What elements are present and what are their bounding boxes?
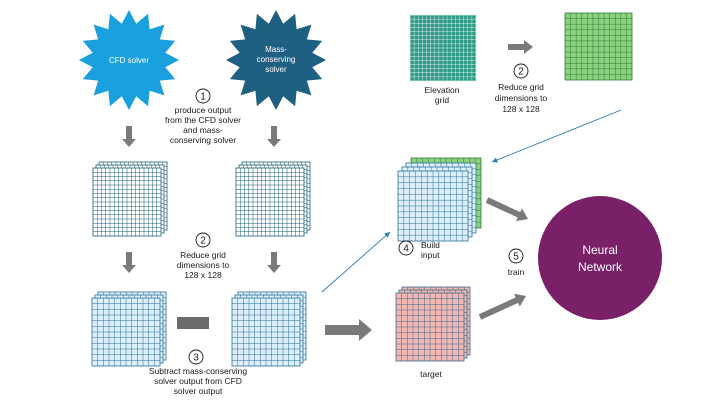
arrow-target-to-nn bbox=[478, 293, 526, 320]
minus-sign-icon bbox=[177, 317, 209, 329]
mass-solver-star bbox=[226, 10, 326, 110]
mass-solver-label-3: solver bbox=[265, 65, 287, 74]
arrow-input-to-nn bbox=[485, 197, 528, 222]
step-5-text: train bbox=[508, 267, 525, 277]
step-1-text-2: from the CFD solver bbox=[165, 115, 241, 125]
cfd-solver-label: CFD solver bbox=[109, 56, 149, 65]
step-2a-circle bbox=[195, 232, 211, 248]
elevation-reduced-grid bbox=[564, 12, 633, 81]
step-2b-text-1: Reduce grid bbox=[498, 82, 544, 92]
cfd-output-grid-stack-layer-3 bbox=[92, 167, 162, 237]
input-grid-stack bbox=[397, 157, 482, 242]
step-2a-text-1: Reduce grid bbox=[180, 250, 226, 260]
arrow-diff-to-input bbox=[321, 231, 391, 293]
step-3-text-1: Subtract mass-conserving bbox=[149, 366, 248, 376]
mass-reduced-grid-stack bbox=[231, 291, 307, 367]
mass-output-grid-stack-layer-3 bbox=[235, 167, 305, 237]
step-5-circle bbox=[508, 248, 524, 264]
step-4-number: 4 bbox=[403, 244, 409, 255]
step-1-number: 1 bbox=[200, 92, 206, 103]
arrow-green-to-input bbox=[491, 109, 622, 163]
step-2b-text-3: 128 x 128 bbox=[502, 104, 540, 114]
arrow-mass-down-2 bbox=[267, 252, 281, 273]
input-layer-3 bbox=[397, 170, 469, 242]
neural-network-node bbox=[538, 196, 662, 320]
step-2b-number: 2 bbox=[518, 67, 524, 78]
target-grid-stack bbox=[395, 286, 471, 362]
cfd-output-grid-stack bbox=[92, 161, 168, 237]
step-4-text-2: input bbox=[421, 250, 440, 260]
step-1-circle bbox=[195, 88, 211, 104]
neural-network-label-2: Network bbox=[578, 260, 623, 274]
step-1-text-3: and mass- bbox=[183, 125, 223, 135]
step-3-circle bbox=[188, 349, 204, 365]
mass-solver-label-1: Mass- bbox=[265, 45, 287, 54]
step-2b-text-2: dimensions to bbox=[495, 93, 548, 103]
step-3-text-3: solver output bbox=[174, 386, 223, 396]
step-1-text-4: conserving solver bbox=[170, 135, 236, 145]
mass-reduced-grid-stack-layer-3 bbox=[231, 297, 301, 367]
target-label: target bbox=[420, 369, 442, 379]
step-3-text-2: solver output from CFD bbox=[154, 376, 242, 386]
step-2a-number: 2 bbox=[200, 236, 206, 247]
arrow-diff-to-target bbox=[325, 319, 372, 341]
step-2a-text-2: dimensions to bbox=[177, 260, 230, 270]
mass-solver-label-2: conserving bbox=[257, 55, 296, 64]
step-4-circle bbox=[398, 240, 414, 256]
step-5-number: 5 bbox=[513, 252, 519, 263]
elevation-label-1: Elevation bbox=[425, 85, 460, 95]
step-3-number: 3 bbox=[193, 353, 199, 364]
mass-output-grid-stack bbox=[235, 161, 311, 237]
arrow-mass-down-1 bbox=[267, 126, 281, 147]
target-grid-stack-layer-3 bbox=[395, 292, 465, 362]
arrow-cfd-down-2 bbox=[122, 252, 136, 273]
arrow-cfd-down-1 bbox=[122, 126, 136, 147]
cfd-solver-star bbox=[79, 10, 179, 110]
step-1-text-1: produce output bbox=[175, 105, 232, 115]
cfd-reduced-grid-stack-layer-3 bbox=[91, 297, 161, 367]
elevation-label-2: grid bbox=[435, 95, 449, 105]
step-2a-text-3: 128 x 128 bbox=[184, 270, 222, 280]
step-4-text-1: Build bbox=[421, 240, 440, 250]
step-2b-circle bbox=[513, 63, 529, 79]
arrow-elevation-reduce bbox=[508, 40, 533, 54]
cfd-reduced-grid-stack bbox=[91, 291, 167, 367]
neural-network-label-1: Neural bbox=[582, 243, 617, 257]
elevation-grid bbox=[409, 14, 477, 82]
